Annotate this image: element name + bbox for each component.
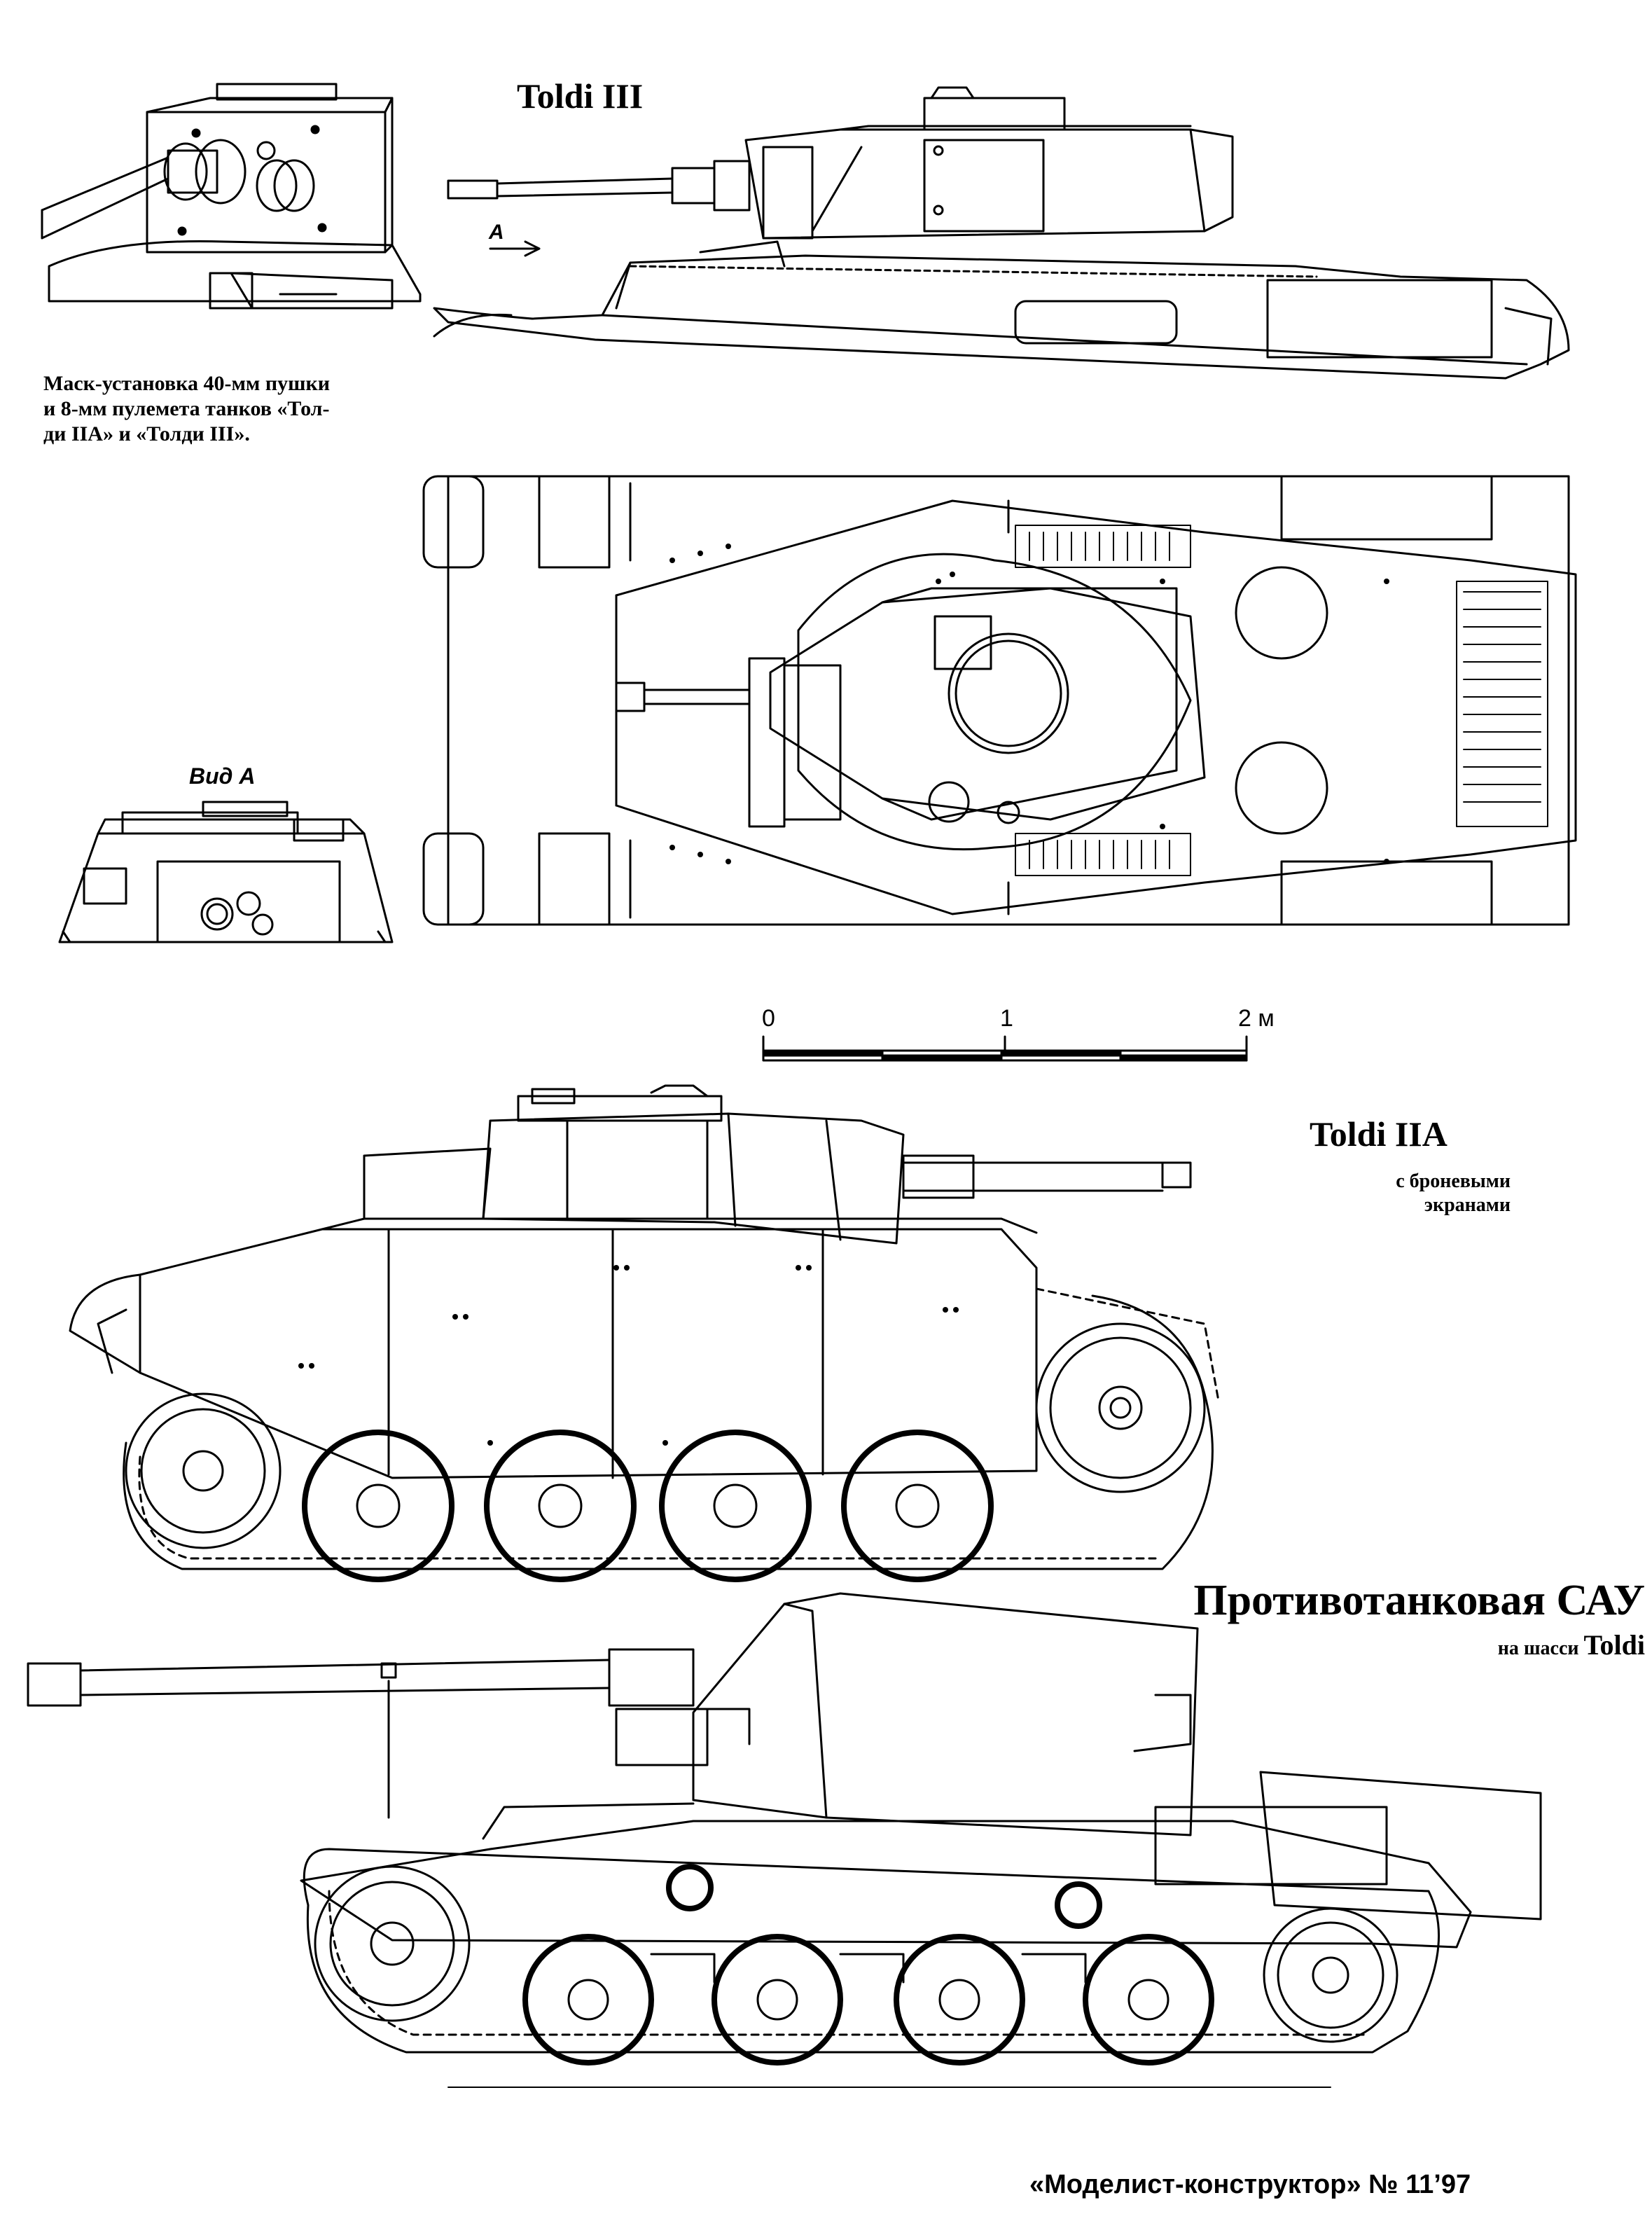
view-a-front	[58, 801, 394, 943]
toldi3-side-view	[433, 86, 1570, 380]
scale-tick-2: 2 м	[1238, 1005, 1275, 1032]
scale-tick-0: 0	[762, 1005, 775, 1032]
view-a-label: Вид А	[189, 763, 256, 789]
toldi2a-title: Toldi IIA	[1310, 1114, 1448, 1154]
sau-subtitle: на шасси Toldi	[1498, 1628, 1645, 1661]
caption-line-2: и 8-мм пулемета танков «Тол-	[43, 397, 330, 420]
sau-side-view	[27, 1592, 1542, 2088]
arrow-a-label: А	[489, 221, 504, 244]
sau-title: Противотанковая САУ	[1193, 1577, 1645, 1624]
toldi2a-subtitle-line-1: с броневыми	[1396, 1170, 1511, 1192]
gun-mask-detail	[41, 83, 422, 310]
scale-tick-1: 1	[1000, 1005, 1013, 1032]
gun-mask-caption: Маск-установка 40-мм пушки и 8-мм пулеме…	[43, 371, 330, 447]
toldi2a-subtitle-line-2: экранами	[1424, 1194, 1511, 1216]
top-view	[422, 475, 1577, 926]
caption-line-3: ди IIА» и «Толди III».	[43, 422, 250, 445]
toldi2a-side-view	[69, 1084, 1220, 1582]
toldi2a-subtitle: с броневыми экранами	[1396, 1170, 1511, 1217]
scale-bar	[762, 1035, 1248, 1062]
magazine-footer: «Моделист-конструктор» № 11’97	[1029, 2170, 1471, 2199]
sau-subtitle-name: Toldi	[1583, 1629, 1645, 1661]
toldi3-title: Toldi III	[517, 76, 644, 116]
sau-subtitle-prefix: на шасси	[1497, 1638, 1584, 1659]
caption-line-1: Маск-установка 40-мм пушки	[43, 372, 331, 395]
